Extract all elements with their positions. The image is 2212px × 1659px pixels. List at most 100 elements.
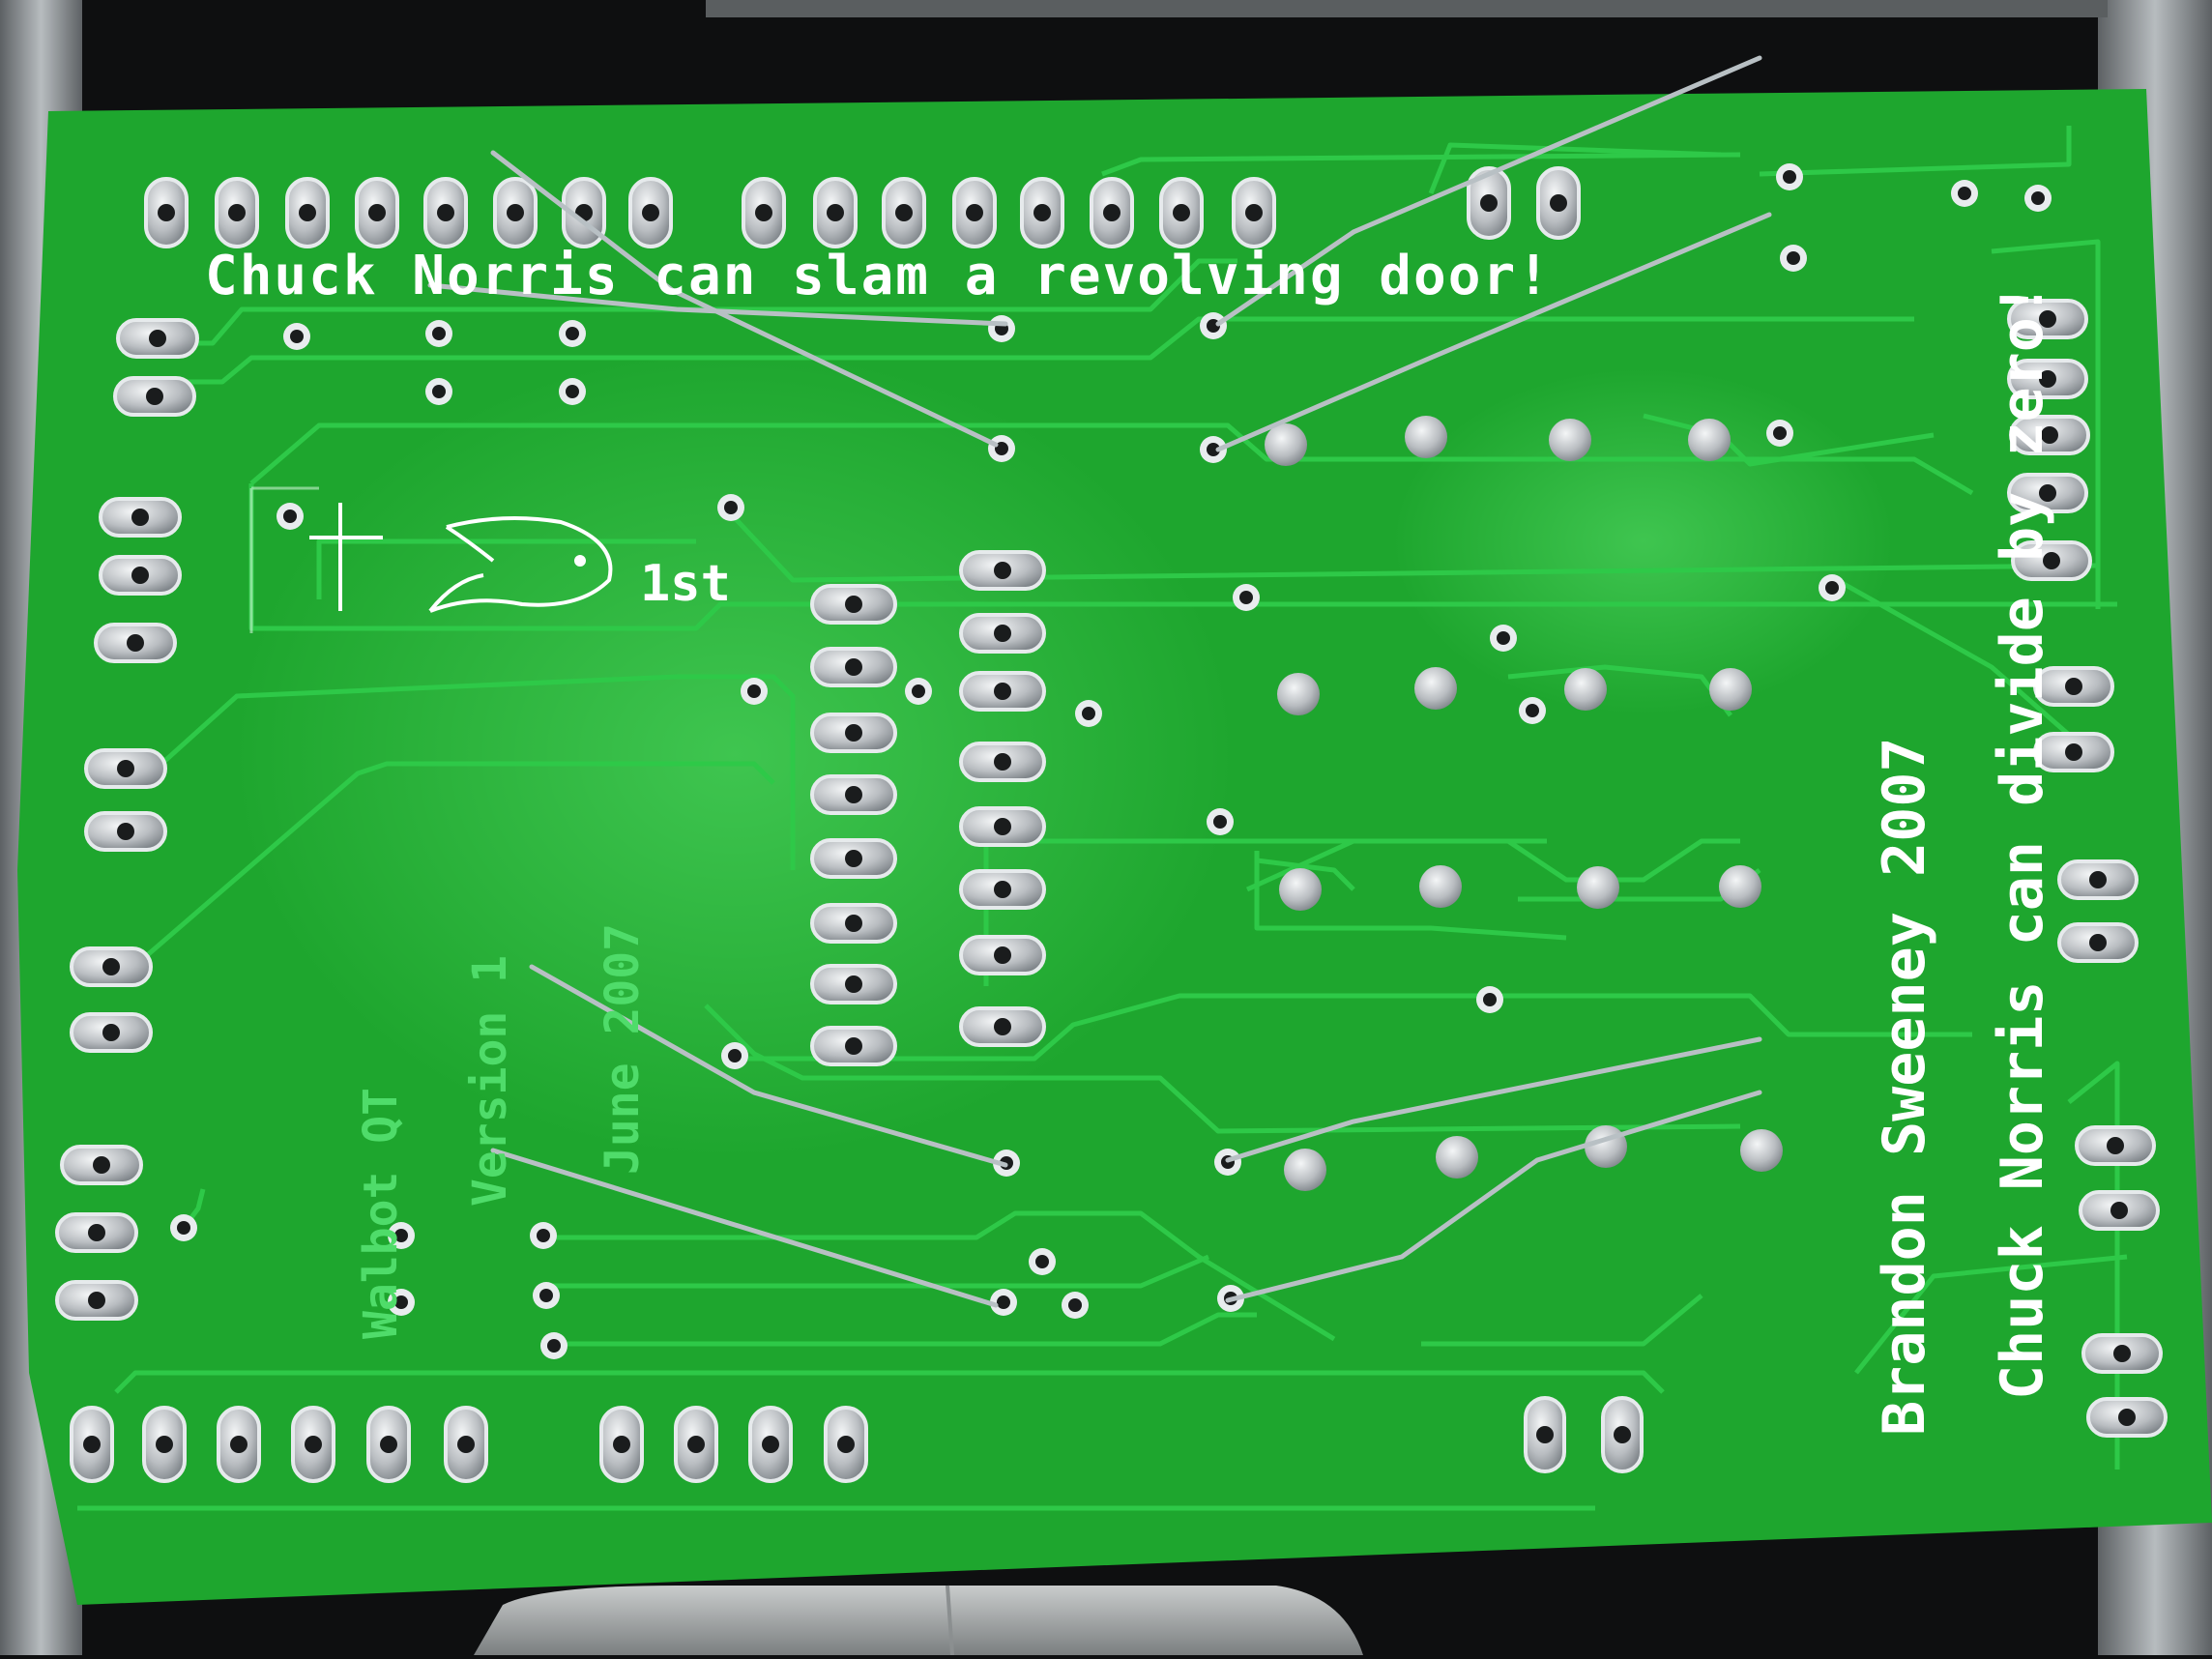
silkscreen-date: June 2007: [596, 922, 650, 1175]
silkscreen-1st-label: 1st: [640, 555, 731, 613]
drill-hole: [837, 1436, 855, 1453]
drill-hole: [1536, 1426, 1554, 1443]
drill-hole: [1239, 591, 1253, 604]
drill-hole: [845, 596, 862, 613]
drill-hole: [994, 625, 1011, 642]
drill-hole: [432, 327, 446, 340]
solder-joint: [1414, 667, 1457, 710]
drill-hole: [994, 562, 1011, 579]
solder-joint: [1564, 668, 1607, 711]
drill-hole: [994, 881, 1011, 898]
drill-hole: [432, 385, 446, 398]
solder-joint: [1279, 868, 1322, 911]
drill-hole: [131, 567, 149, 584]
drill-hole: [299, 204, 316, 221]
drill-hole: [966, 204, 983, 221]
drill-hole: [2031, 191, 2045, 205]
drill-hole: [1068, 1298, 1082, 1312]
drill-hole: [2043, 552, 2060, 569]
drill-hole: [380, 1436, 397, 1453]
drill-hole: [2039, 310, 2056, 328]
drill-hole: [1245, 204, 1263, 221]
drill-hole: [994, 818, 1011, 835]
drill-hole: [507, 204, 524, 221]
solder-joint: [1585, 1125, 1627, 1168]
drill-hole: [613, 1436, 630, 1453]
silkscreen-outlines: [249, 486, 319, 633]
drill-hole: [994, 753, 1011, 771]
silkscreen-version: Version 1: [463, 954, 517, 1207]
drill-hole: [93, 1156, 110, 1174]
bottom-component: [474, 1586, 1363, 1655]
drill-hole: [1483, 993, 1497, 1006]
silkscreen-joke-divide: Chuck Norris can divide by zero!: [1989, 282, 2056, 1400]
drill-hole: [1033, 204, 1051, 221]
drill-hole: [997, 1295, 1010, 1309]
drill-hole: [845, 975, 862, 993]
drill-hole: [994, 946, 1011, 964]
drill-hole: [437, 204, 454, 221]
solder-joint: [1436, 1136, 1478, 1179]
silkscreen-top-line: Chuck Norris can slam a revolving door!: [205, 245, 1552, 307]
solder-joint: [1549, 419, 1591, 461]
drill-hole: [762, 1436, 779, 1453]
drill-hole: [305, 1436, 322, 1453]
drill-hole: [1213, 815, 1227, 829]
drill-hole: [1825, 581, 1839, 595]
drill-hole: [2065, 743, 2082, 761]
drill-hole: [230, 1436, 247, 1453]
drill-hole: [845, 786, 862, 803]
drill-hole: [1526, 704, 1539, 717]
drill-hole: [747, 684, 761, 698]
drill-hole: [1783, 170, 1796, 184]
solder-joint: [1709, 668, 1752, 711]
drill-hole: [83, 1436, 101, 1453]
drill-hole: [457, 1436, 475, 1453]
silkscreen-author: Brandon Sweeney 2007: [1871, 737, 1938, 1436]
drill-hole: [102, 1024, 120, 1041]
drill-hole: [994, 683, 1011, 700]
drill-hole: [394, 1295, 408, 1309]
drill-hole: [88, 1292, 105, 1309]
drill-hole: [687, 1436, 705, 1453]
solder-joint: [1277, 673, 1320, 715]
drill-hole: [2089, 934, 2107, 951]
drill-hole: [283, 509, 297, 523]
drill-hole: [995, 442, 1008, 455]
drill-hole: [2039, 484, 2056, 502]
drill-hole: [2113, 1345, 2131, 1362]
solder-joint: [1688, 419, 1731, 461]
drill-hole: [131, 509, 149, 526]
drill-hole: [1173, 204, 1190, 221]
drill-hole: [1207, 443, 1220, 456]
drill-hole: [845, 658, 862, 676]
drill-hole: [845, 1037, 862, 1055]
solder-joint: [1719, 865, 1761, 908]
drill-hole: [117, 760, 134, 777]
drill-hole: [1497, 631, 1510, 645]
drill-hole: [1103, 204, 1121, 221]
top-bracket: [706, 0, 2108, 17]
drill-hole: [102, 958, 120, 975]
drill-hole: [895, 204, 913, 221]
drill-hole: [156, 1436, 173, 1453]
drill-hole: [1958, 187, 1971, 200]
drill-hole: [177, 1221, 190, 1235]
drill-hole: [566, 385, 579, 398]
drill-hole: [537, 1229, 550, 1242]
solder-joint: [1284, 1149, 1326, 1191]
solder-joint: [1265, 423, 1307, 466]
drill-hole: [1550, 194, 1567, 212]
drill-hole: [1773, 426, 1787, 440]
drill-hole: [728, 1049, 742, 1062]
drill-hole: [1480, 194, 1498, 212]
drill-hole: [2039, 370, 2056, 388]
drill-hole: [724, 501, 738, 514]
drill-hole: [228, 204, 246, 221]
drill-hole: [1035, 1255, 1049, 1268]
drill-hole: [127, 634, 144, 652]
drill-hole: [845, 850, 862, 867]
drill-hole: [149, 330, 166, 347]
